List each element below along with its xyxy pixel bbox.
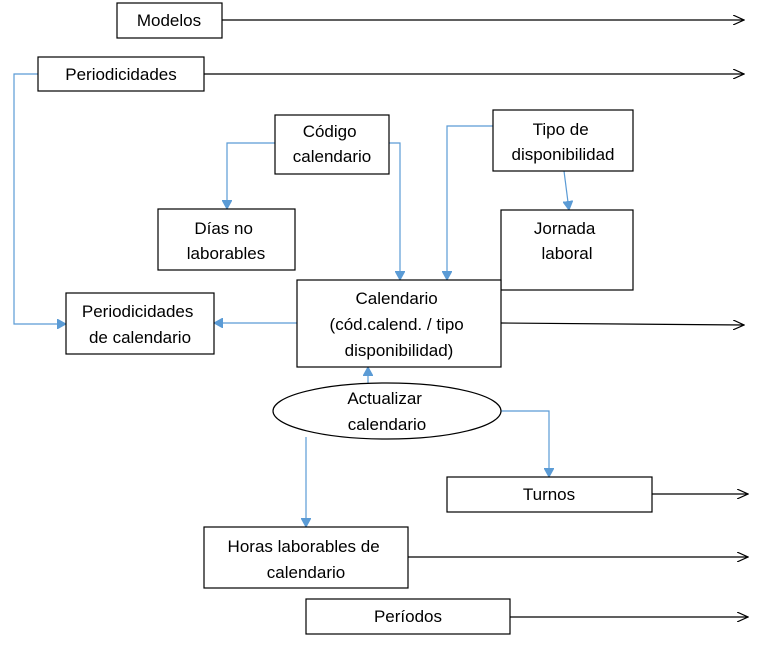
node-actualizar-calendario-ellipse xyxy=(272,382,502,440)
node-dias-no-laborables-label: Días no laborables xyxy=(187,219,265,263)
node-codigo-calendario-label: Código calendario xyxy=(293,122,371,166)
connector-tipo-to-jornada xyxy=(564,170,569,210)
node-periodicidades-calendario-box xyxy=(65,292,215,355)
connector-periodicidades-to-periodicidades-calendario xyxy=(13,73,66,324)
node-tipo-disponibilidad-label: Tipo de disponibilidad xyxy=(511,120,614,164)
node-horas-laborables-label: Horas laborables de calendario xyxy=(228,537,385,582)
node-jornada-laboral-label: Jornada laboral xyxy=(534,219,600,263)
node-periodos-box xyxy=(305,598,511,635)
node-turnos-box xyxy=(446,476,653,513)
node-dias-no-laborables-box xyxy=(157,208,296,271)
node-calendario-box xyxy=(296,279,502,368)
node-jornada-laboral-box xyxy=(500,209,634,291)
node-periodicidades-box xyxy=(37,56,205,92)
connector-actualizar-to-turnos xyxy=(501,410,549,477)
node-calendario-label: Calendario (cód.calend. / tipo disponibi… xyxy=(330,289,469,360)
node-tipo-disponibilidad-box xyxy=(492,109,634,172)
node-modelos-label: Modelos xyxy=(137,11,201,30)
connector-tipo-to-calendario xyxy=(447,125,493,280)
arrow-calendario-out xyxy=(500,323,744,325)
node-codigo-calendario-box xyxy=(274,114,390,175)
node-horas-laborables-box xyxy=(203,526,409,589)
node-modelos-box xyxy=(116,2,223,39)
node-turnos-label: Turnos xyxy=(523,485,575,504)
node-periodicidades-calendario-label: Periodicidades de calendario xyxy=(82,302,198,347)
node-actualizar-calendario-label: Actualizar calendario xyxy=(347,389,426,434)
node-periodicidades-label: Periodicidades xyxy=(65,65,177,84)
node-periodos-label: Períodos xyxy=(374,607,442,626)
connector-codigo-to-calendario xyxy=(389,142,400,280)
connector-codigo-to-dias xyxy=(227,142,275,209)
